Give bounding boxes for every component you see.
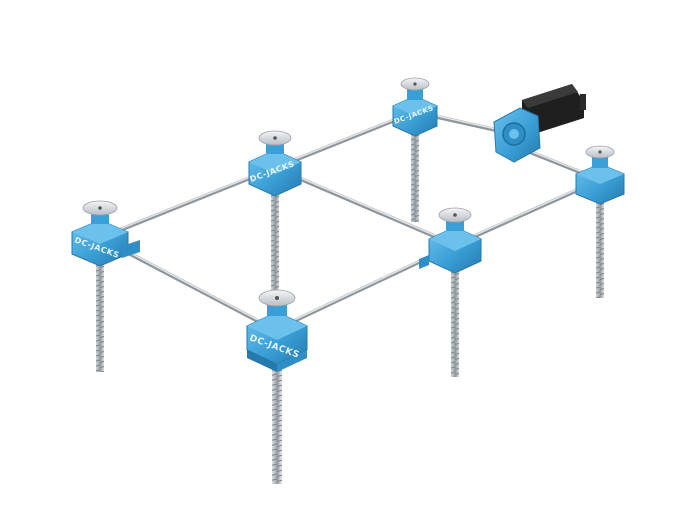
screw-jack-middle-right (419, 207, 482, 377)
lifting-screw (271, 190, 279, 294)
screw-jack-back-right (575, 145, 625, 298)
screw-jack-front-center: DC-JACKS (246, 289, 308, 484)
lifting-screw (272, 360, 282, 484)
lifting-screw (96, 260, 104, 372)
screw-jack-front-left: DC-JACKS (71, 200, 140, 372)
screw-jack-back-center: DC-JACKS (392, 77, 438, 222)
lifting-screw (451, 265, 459, 377)
shaft-back-left-to-back-center (273, 110, 417, 170)
lifting-screw (411, 130, 419, 222)
lifting-screw (596, 200, 604, 298)
shaft-back-left-to-middle (273, 166, 457, 247)
screw-jack-back-left: DC-JACKS (248, 130, 302, 294)
shaft-front-left-to-back-left (98, 166, 277, 240)
gear-motor (493, 84, 586, 163)
